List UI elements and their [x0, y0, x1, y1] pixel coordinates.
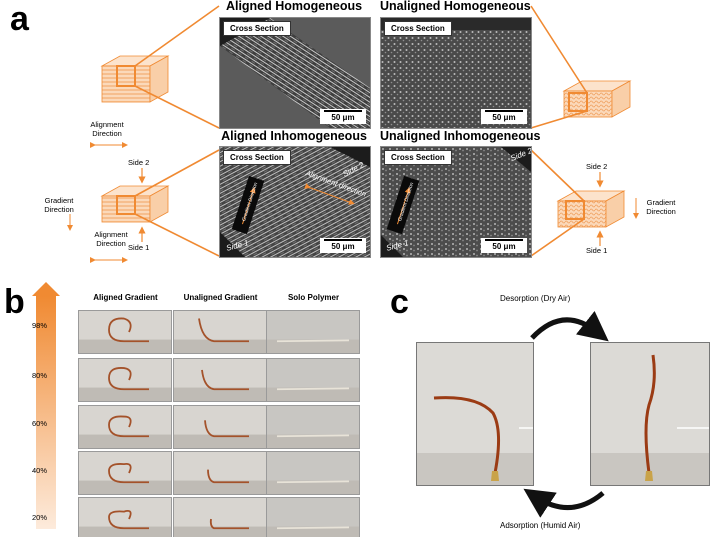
sem-unaligned-inhomogeneous: Cross Section Side 2 Side 1 Gradient Dir… [380, 146, 532, 258]
photo-unaligned-80 [173, 358, 267, 402]
label-gradient-direction-left: Gradient Direction [44, 196, 74, 214]
panel-label-b: b [4, 283, 25, 321]
label-desorption: Desorption (Dry Air) [500, 294, 571, 303]
photo-unaligned-40 [173, 451, 267, 495]
col-aligned-gradient: Aligned Gradient [93, 293, 158, 302]
strip-image [267, 498, 359, 537]
strip-image [174, 406, 266, 448]
photo-solo-60 [266, 405, 360, 449]
strip-image [79, 406, 171, 448]
strip-image [79, 452, 171, 494]
label-side-2-left: Side 2 [128, 158, 150, 167]
sem-texture [220, 18, 370, 128]
title-aligned-homogeneous: Aligned Homogeneous [225, 0, 363, 13]
cross-section-label: Cross Section [384, 21, 452, 36]
scale-bar-text: 50 μm [331, 113, 355, 122]
sem-aligned-homogeneous: Cross Section 50 μm [219, 17, 371, 129]
row-label-60: 60% [32, 419, 48, 428]
strip-image [79, 311, 171, 353]
strip-image [267, 452, 359, 494]
block-aligned-homogeneous [100, 55, 170, 103]
scale-bar-text: 50 μm [492, 113, 516, 122]
scale-bar: 50 μm [320, 109, 366, 124]
label-side-1-left: Side 1 [128, 243, 150, 252]
strip-image [267, 359, 359, 401]
photo-aligned-20 [78, 497, 172, 537]
block-unaligned-inhomogeneous [556, 190, 626, 228]
sem-unaligned-homogeneous: Cross Section 50 μm [380, 17, 532, 129]
row-label-98: 98% [32, 321, 48, 330]
label-side-2-right: Side 2 [586, 162, 608, 171]
strip-image [267, 406, 359, 448]
row-label-40: 40% [32, 466, 48, 475]
panel-label-a: a [10, 0, 29, 38]
photo-aligned-60 [78, 405, 172, 449]
desorption-arrow [530, 310, 609, 342]
row-label-20: 20% [32, 513, 48, 522]
scale-bar: 50 μm [481, 109, 527, 124]
scale-bar-text: 50 μm [492, 242, 516, 251]
photo-straight-image [591, 343, 709, 485]
scale-bar-text: 50 μm [331, 242, 355, 251]
label-side-1-right: Side 1 [586, 246, 608, 255]
sem-aligned-inhomogeneous: Cross Section Side 2 Side 1 Alignment di… [219, 146, 371, 258]
panel-label-c: c [390, 283, 409, 321]
col-solo-polymer: Solo Polymer [287, 293, 340, 302]
photo-aligned-80 [78, 358, 172, 402]
photo-curled-image [417, 343, 533, 485]
block-aligned-inhomogeneous [100, 185, 170, 223]
title-aligned-inhomogeneous: Aligned Inhomogeneous [221, 129, 367, 143]
humidity-arrow [32, 282, 60, 529]
adsorption-arrow [523, 488, 605, 518]
label-gradient-direction-right: Gradient Direction [646, 198, 676, 216]
label-alignment-direction-bottom: Alignment Direction [94, 230, 128, 248]
scale-bar: 50 μm [481, 238, 527, 253]
photo-solo-20 [266, 497, 360, 537]
strip-image [174, 498, 266, 537]
cross-section-label: Cross Section [223, 21, 291, 36]
photo-unaligned-98 [173, 310, 267, 354]
photo-straight-strip [590, 342, 710, 486]
row-label-80: 80% [32, 371, 48, 380]
strip-image [267, 311, 359, 353]
scale-bar: 50 μm [320, 238, 366, 253]
col-unaligned-gradient: Unaligned Gradient [183, 293, 258, 302]
strip-image [174, 452, 266, 494]
strip-image [174, 311, 266, 353]
photo-solo-98 [266, 310, 360, 354]
cross-section-label: Cross Section [223, 150, 291, 165]
photo-unaligned-60 [173, 405, 267, 449]
strip-image [79, 359, 171, 401]
photo-unaligned-20 [173, 497, 267, 537]
label-alignment-direction-top: Alignment Direction [90, 120, 124, 138]
cross-section-label: Cross Section [384, 150, 452, 165]
photo-aligned-98 [78, 310, 172, 354]
photo-curled-strip [416, 342, 534, 486]
photo-solo-80 [266, 358, 360, 402]
strip-image [174, 359, 266, 401]
label-adsorption: Adsorption (Humid Air) [500, 521, 581, 530]
photo-aligned-40 [78, 451, 172, 495]
strip-image [79, 498, 171, 537]
title-unaligned-inhomogeneous: Unaligned Inhomogeneous [380, 129, 541, 143]
title-unaligned-homogeneous: Unaligned Homogeneous [380, 0, 531, 13]
photo-solo-40 [266, 451, 360, 495]
block-unaligned-homogeneous [562, 80, 632, 118]
